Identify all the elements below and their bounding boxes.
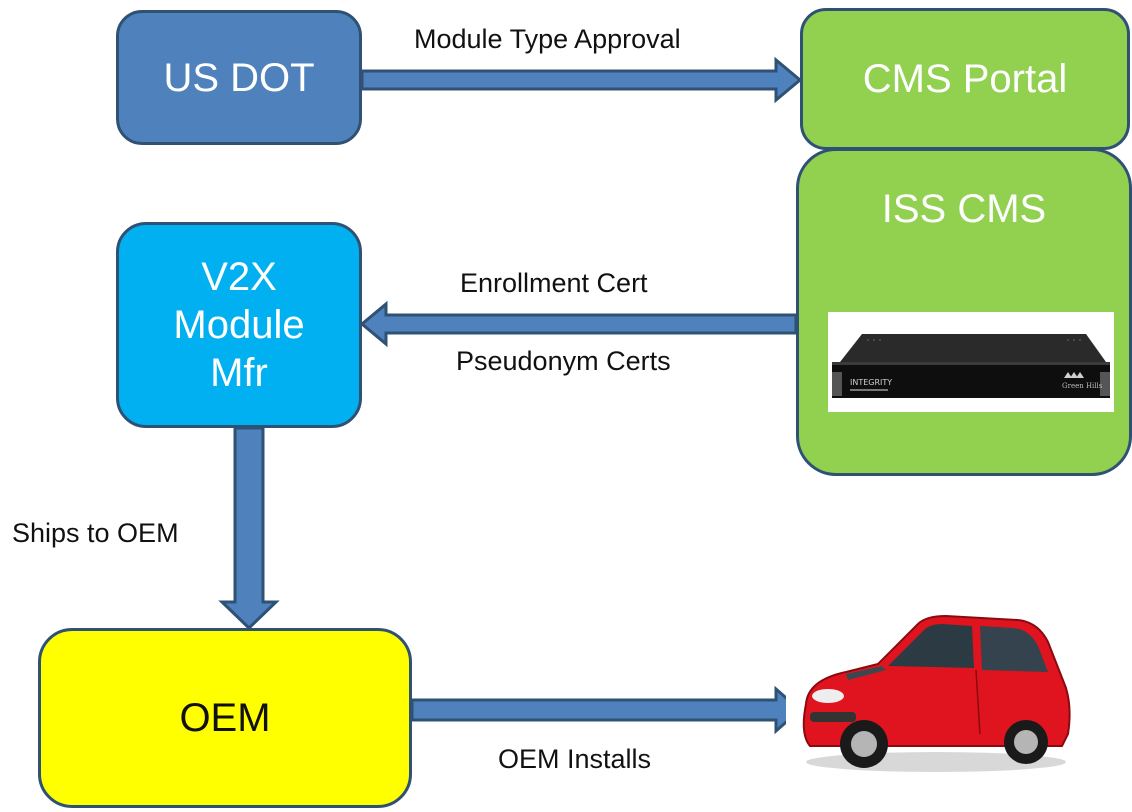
iss-cms-label: ISS CMS	[881, 187, 1047, 231]
arrow-oem-installs	[410, 685, 803, 735]
arrow-ships-to-oem	[218, 426, 280, 631]
arrow-module-type-approval	[360, 56, 803, 104]
oem-installs-label: OEM Installs	[498, 744, 652, 774]
us-dot-node: US DOT	[116, 10, 362, 145]
cms-portal-node: CMS Portal	[800, 8, 1130, 150]
us-dot-label: US DOT	[163, 55, 315, 100]
cms-portal-label: CMS Portal	[862, 57, 1068, 101]
enrollment-cert-label: Enrollment Cert	[460, 268, 648, 298]
car-image	[786, 584, 1086, 780]
oem-label: OEM	[179, 696, 271, 740]
v2x-label-line1: V2X	[201, 255, 277, 299]
v2x-module-mfr-node: V2X Module Mfr	[116, 222, 362, 428]
module-type-approval-label: Module Type Approval	[414, 24, 681, 54]
server-brand-text: INTEGRITY	[850, 378, 892, 387]
oem-node: OEM	[38, 628, 412, 808]
server-icon: INTEGRITY Green Hills	[832, 334, 1110, 398]
v2x-label-line2: Module	[173, 303, 305, 347]
v2x-label-line3: Mfr	[210, 351, 268, 395]
server-logo-text: Green Hills	[1062, 382, 1103, 390]
server-appliance-image: INTEGRITY Green Hills	[828, 312, 1114, 412]
arrow-enrollment-certs	[359, 300, 798, 348]
car-icon	[802, 614, 1071, 772]
pseudonym-certs-label: Pseudonym Certs	[456, 346, 671, 376]
ships-to-oem-label: Ships to OEM	[12, 518, 179, 548]
